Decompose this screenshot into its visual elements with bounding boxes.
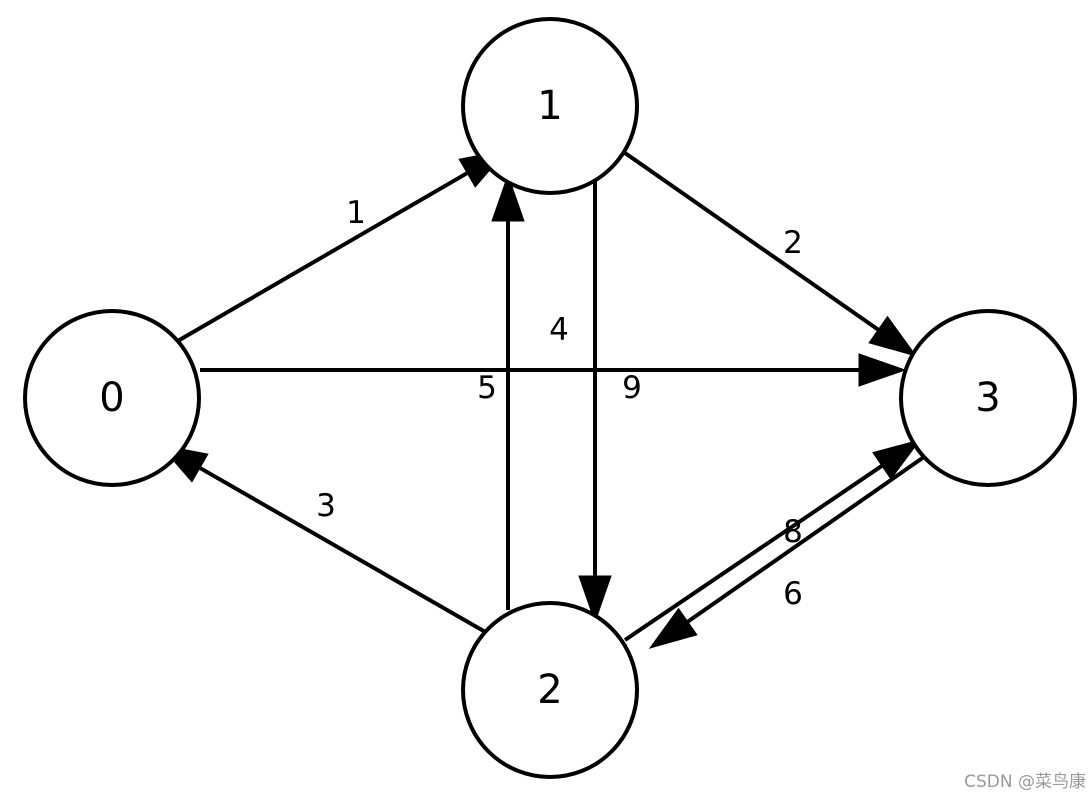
node-label: 0 — [99, 375, 124, 421]
edge-line-0-1 — [155, 169, 472, 355]
edge-line-3-2 — [683, 441, 946, 626]
edge-2-to-1 — [491, 173, 525, 610]
edge-labels-layer: 1 2 3 4 5 6 8 9 — [316, 195, 803, 612]
edge-1-to-3 — [623, 151, 918, 357]
edge-2-to-3 — [623, 439, 922, 642]
node-circle — [461, 601, 639, 779]
edges-layer — [155, 149, 946, 649]
node-circle — [461, 17, 639, 195]
edge-0-to-1 — [155, 149, 509, 355]
edge-0-to-3 — [200, 353, 907, 387]
nodes-layer: 0 1 2 3 — [23, 17, 1077, 779]
node-label: 1 — [537, 83, 562, 129]
node-1: 1 — [461, 17, 639, 195]
edge-3-to-2 — [648, 441, 946, 649]
node-0: 0 — [23, 309, 201, 487]
arrowhead-icon — [868, 315, 918, 357]
arrowhead-icon — [858, 353, 907, 387]
edge-weight-label: 5 — [477, 370, 497, 406]
edge-weight-label: 2 — [783, 225, 803, 261]
node-circle — [899, 309, 1077, 487]
arrowhead-icon — [872, 439, 922, 480]
node-circle — [23, 309, 201, 487]
watermark-text: CSDN @菜鸟康 — [964, 772, 1086, 792]
edge-1-to-2 — [578, 180, 612, 624]
edge-line-1-3 — [623, 151, 883, 334]
edge-weight-label: 6 — [783, 576, 803, 612]
node-3: 3 — [899, 309, 1077, 487]
edge-weight-label: 8 — [783, 514, 803, 550]
edge-weight-label: 3 — [316, 488, 336, 524]
edge-line-2-3 — [623, 461, 887, 642]
edge-line-2-0 — [195, 464, 509, 647]
arrowhead-icon — [578, 575, 612, 624]
edge-weight-label: 1 — [346, 195, 366, 231]
edge-weight-label: 9 — [622, 370, 642, 406]
arrowhead-icon — [491, 173, 525, 222]
node-2: 2 — [461, 601, 639, 779]
node-label: 3 — [975, 375, 1000, 421]
edge-weight-label: 4 — [549, 312, 569, 348]
edge-2-to-0 — [158, 444, 509, 647]
arrowhead-icon — [648, 607, 698, 649]
node-label: 2 — [537, 667, 562, 713]
